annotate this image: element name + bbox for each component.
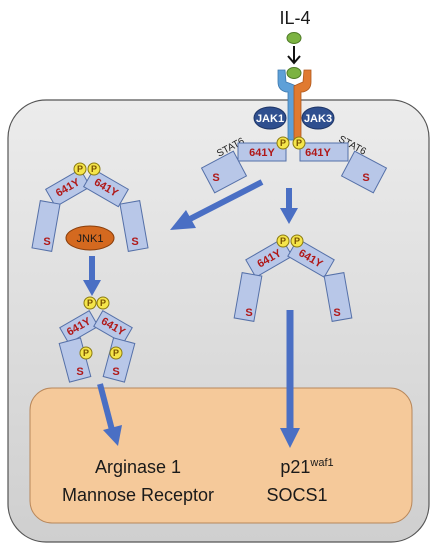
phospho-dot-receptor-right	[292, 136, 306, 150]
arrow-to-left-dimer	[170, 179, 264, 230]
gene-arginase: Arginase 1	[95, 457, 181, 477]
gene-p21-main: p21	[280, 457, 310, 477]
jak1-kinase	[253, 106, 287, 130]
phospho-label-r-left: P	[280, 236, 286, 246]
stat6-monomer-right	[299, 142, 388, 194]
down-arrow-icon	[287, 46, 301, 65]
il4-ligand-dot-bound	[286, 67, 302, 79]
tyrosine-label-left-receptor: 641Y	[249, 147, 275, 159]
phospho-label-ul-left: P	[77, 164, 83, 174]
phospho-label-receptor-right: P	[296, 138, 302, 148]
phospho-label-r-right: P	[294, 236, 300, 246]
arrow-to-right-dimer	[280, 188, 298, 224]
phospho-label-receptor-left: P	[280, 138, 286, 148]
jak3-label: JAK3	[304, 113, 332, 125]
arrow-right-to-nucleus	[280, 310, 300, 448]
stat6-dimer-upper-left	[31, 168, 149, 252]
phospho-label-ll-top-right: P	[100, 298, 106, 308]
il4-label: IL-4	[279, 8, 310, 28]
sh2-label-r-left: S	[245, 307, 252, 319]
phospho-label-ll-mid-left: P	[83, 348, 89, 358]
jak3-kinase	[301, 106, 335, 130]
sh2-label-ul-left: S	[43, 236, 50, 248]
phospho-dot-ul-left	[73, 162, 87, 176]
phospho-label-ll-top-left: P	[87, 298, 93, 308]
gene-socs1: SOCS1	[266, 485, 327, 505]
phospho-dot-ll-top-right	[96, 296, 110, 310]
phospho-dot-ll-mid-right	[109, 346, 123, 360]
jnk1-label: JNK1	[77, 233, 104, 245]
phospho-dot-ll-top-left	[83, 296, 97, 310]
phospho-label-ll-mid-right: P	[113, 348, 119, 358]
phospho-dot-r-left	[276, 234, 290, 248]
phospho-dot-r-right	[290, 234, 304, 248]
arrow-jnk1-down	[83, 256, 101, 296]
arrow-ll-to-nucleus	[97, 383, 122, 446]
sh2-label-right-receptor: S	[362, 172, 369, 184]
phospho-dot-ul-right	[87, 162, 101, 176]
phospho-label-ul-right: P	[91, 164, 97, 174]
sh2-label-ll-left: S	[76, 366, 83, 378]
sh2-label-left-receptor: S	[212, 172, 219, 184]
nucleus	[29, 387, 413, 524]
sh2-label-ll-right: S	[112, 366, 119, 378]
gene-p21: p21waf1	[280, 457, 333, 477]
stat6-monomer-left	[200, 142, 287, 194]
gene-p21-sup: waf1	[309, 457, 333, 469]
jak1-label: JAK1	[256, 113, 284, 125]
sh2-label-r-right: S	[333, 307, 340, 319]
sh2-label-ul-right: S	[131, 236, 138, 248]
tyrosine-label-right-receptor: 641Y	[305, 147, 331, 159]
gene-mannose-receptor: Mannose Receptor	[62, 485, 214, 505]
phospho-dot-ll-mid-left	[79, 346, 93, 360]
stat6-dimer-right	[233, 238, 353, 322]
il4-receptor	[277, 69, 312, 141]
jnk1-kinase	[65, 225, 115, 251]
phospho-dot-receptor-left	[276, 136, 290, 150]
il4-ligand-dot-top	[286, 32, 302, 44]
